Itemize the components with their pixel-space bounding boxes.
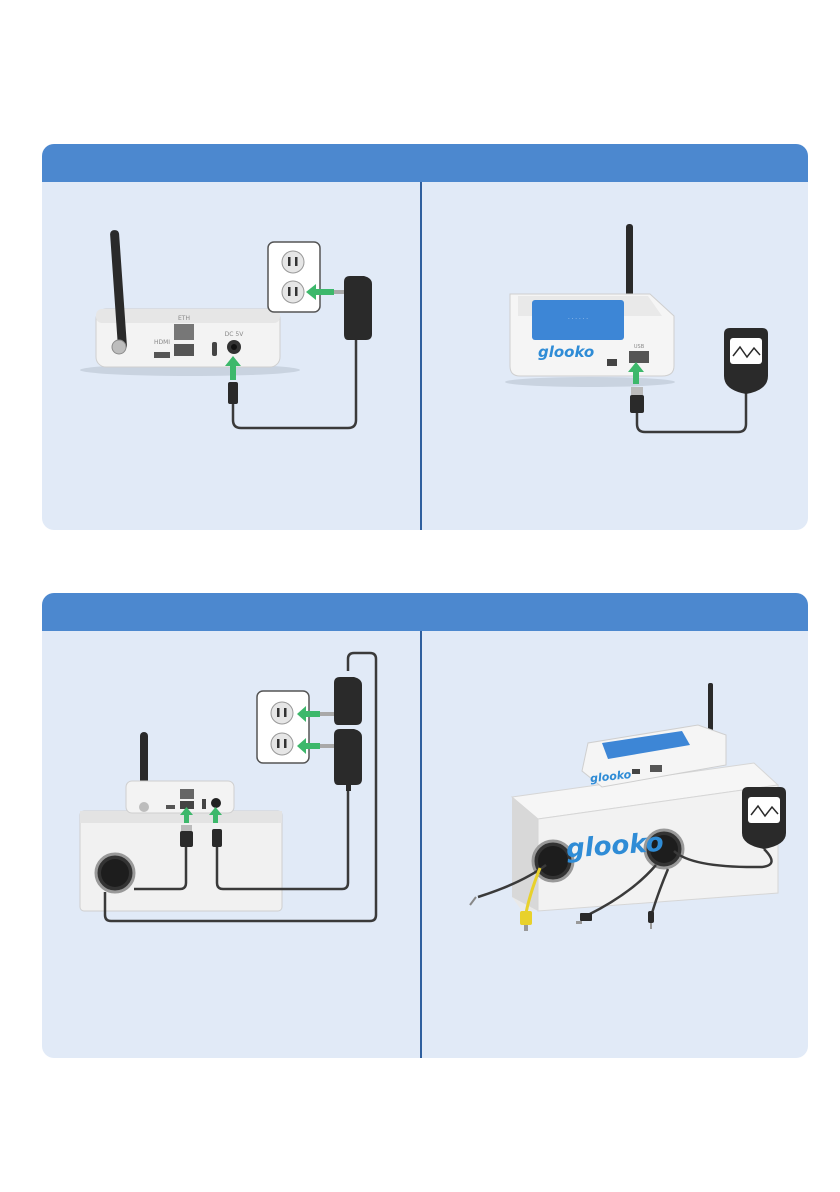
eth-port-label: ETH [178, 315, 190, 322]
power-outlet-icon [257, 691, 309, 763]
power-adapter-icon [344, 276, 372, 340]
hub-device-back [126, 732, 234, 813]
panel-top-illustration: HDMI ETH DC 5V [42, 144, 808, 530]
glucose-meter-icon [742, 787, 786, 849]
setup-panel-bottom: glooko glooko [42, 593, 808, 1058]
dc-port-label: DC 5V [225, 331, 245, 338]
glooko-hub-device: · · · · · · glooko USB [505, 224, 675, 387]
power-adapter-icon [334, 729, 362, 791]
hub-device-back: HDMI ETH DC 5V [80, 230, 300, 376]
glooko-logo: glooko [538, 343, 594, 361]
usb-port-label: USB [634, 344, 645, 350]
power-adapter-icon [334, 677, 362, 725]
svg-text:· · · · · ·: · · · · · · [568, 316, 588, 322]
panel-bottom-illustration: glooko glooko [42, 593, 808, 1058]
glucose-meter-icon [724, 328, 768, 394]
enclosure-box-right: glooko [512, 763, 778, 911]
hdmi-port-label: HDMI [154, 339, 170, 346]
power-outlet-icon [268, 242, 320, 312]
setup-panel-top: HDMI ETH DC 5V [42, 144, 808, 530]
usb-cable [630, 384, 746, 432]
